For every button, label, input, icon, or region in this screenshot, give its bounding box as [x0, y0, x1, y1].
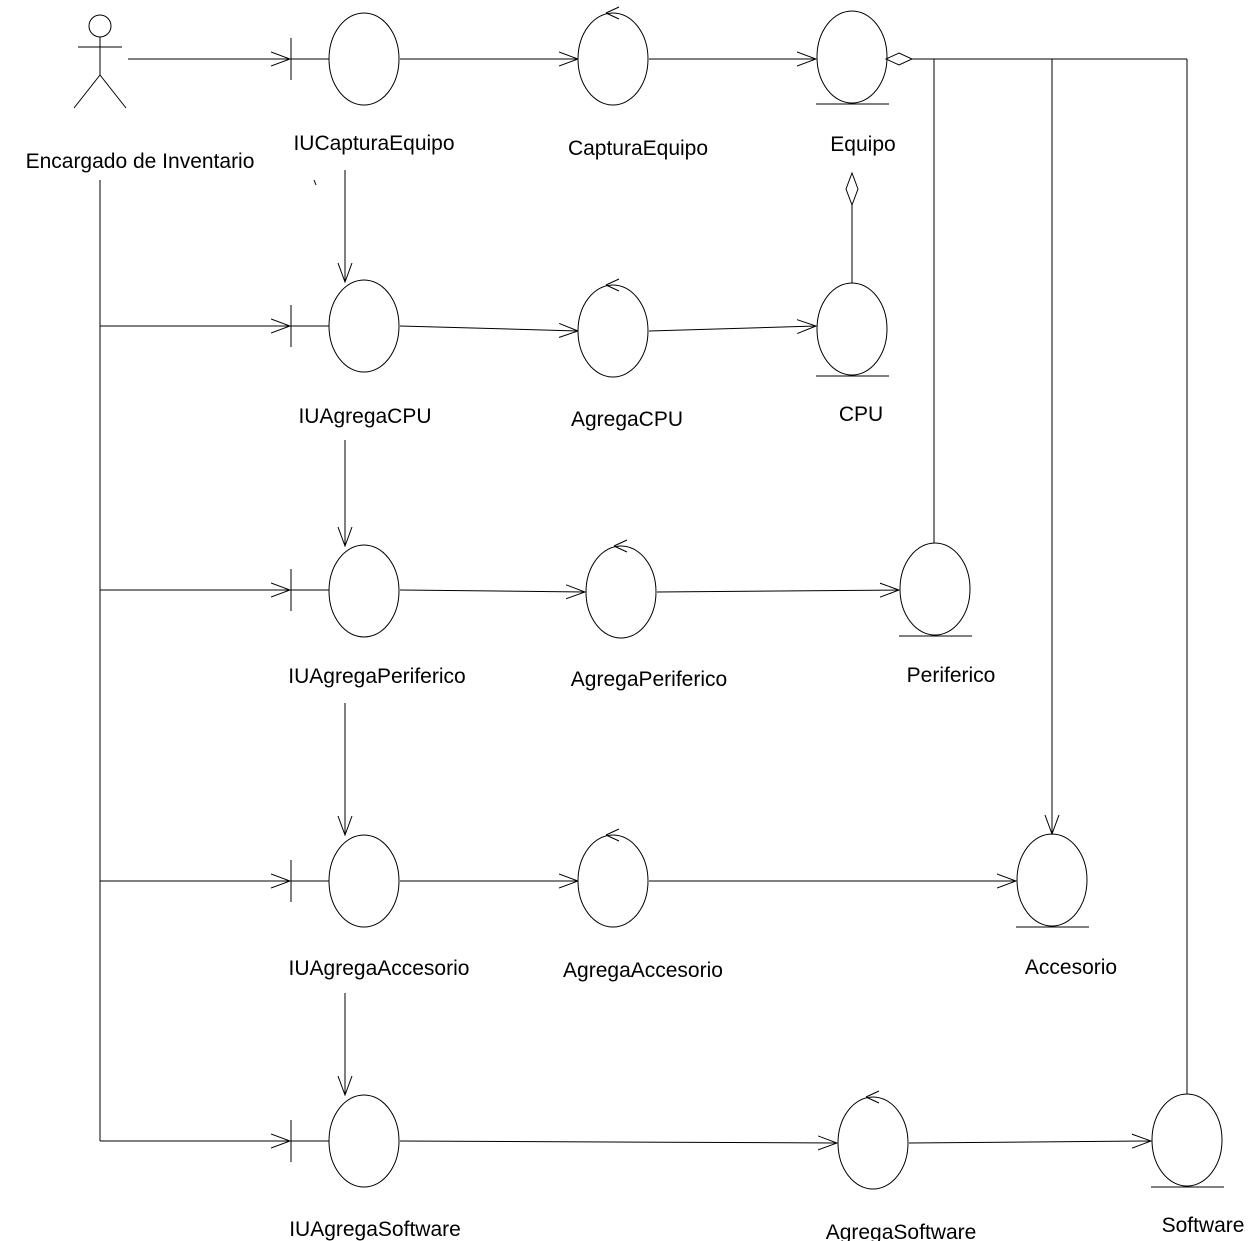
- control-circle: [577, 284, 649, 378]
- link-iu-software-control: [399, 1141, 837, 1143]
- boundary-iu-agrega-cpu[interactable]: IUAgregaCPU: [290, 279, 432, 428]
- aggregation-diamond-icon: [884, 52, 914, 66]
- control-arrow-icon: [605, 278, 620, 292]
- actor-links: [99, 59, 290, 1141]
- boundary-label: IUAgregaCPU: [298, 405, 431, 428]
- boundary-circle: [328, 12, 400, 106]
- entity-circle: [1016, 833, 1088, 927]
- entity-accesorio[interactable]: Accesorio: [1016, 833, 1117, 979]
- control-agrega-cpu[interactable]: AgregaCPU: [571, 278, 683, 431]
- boundary-label: IUCapturaEquipo: [293, 132, 454, 155]
- boundary-circle: [328, 834, 400, 928]
- link-agrega-software: [908, 1141, 1151, 1143]
- control-label: AgregaCPU: [571, 408, 683, 431]
- stray-tick: [313, 179, 317, 186]
- link-agrega-cpu: [648, 326, 816, 331]
- control-agrega-software[interactable]: AgregaSoftware: [826, 1090, 977, 1241]
- boundary-iu-captura-equipo[interactable]: IUCapturaEquipo: [290, 12, 455, 155]
- control-arrow-icon: [605, 828, 620, 842]
- entity-label: Periferico: [907, 664, 996, 687]
- boundary-label: IUAgregaPeriferico: [288, 665, 465, 688]
- boundary-circle: [328, 279, 400, 373]
- entity-circle: [816, 10, 888, 104]
- control-label: AgregaPeriferico: [571, 668, 727, 691]
- entity-label: Accesorio: [1025, 956, 1117, 979]
- control-agrega-accesorio[interactable]: AgregaAccesorio: [563, 828, 723, 982]
- boundary-navigation: [313, 170, 345, 1095]
- control-arrow-icon: [605, 6, 620, 20]
- link-agrega-periferico: [656, 590, 899, 592]
- entity-cpu[interactable]: CPU: [816, 282, 889, 426]
- control-label: CapturaEquipo: [568, 137, 708, 160]
- control-entity-links: [648, 59, 1151, 1143]
- control-label: AgregaSoftware: [826, 1221, 977, 1241]
- control-captura-equipo[interactable]: CapturaEquipo: [568, 6, 708, 160]
- boundary-control-links: [399, 59, 837, 1143]
- boundary-label: IUAgregaAccesorio: [289, 957, 470, 980]
- actor-head: [88, 14, 112, 38]
- link-iu-cpu-control: [399, 326, 578, 331]
- boundary-iu-agrega-software[interactable]: IUAgregaSoftware: [289, 1094, 461, 1241]
- control-circle: [577, 12, 649, 106]
- entity-equipo[interactable]: Equipo: [816, 10, 896, 156]
- aggregation-diamond-icon: [845, 171, 859, 207]
- boundary-label: IUAgregaSoftware: [289, 1218, 461, 1241]
- entity-label: Software: [1162, 1214, 1245, 1237]
- control-arrow-icon: [613, 539, 628, 553]
- entity-software[interactable]: Software: [1151, 1093, 1245, 1237]
- entity-circle: [899, 542, 971, 636]
- actor-encargado[interactable]: Encargado de Inventario: [26, 14, 255, 173]
- actor-label: Encargado de Inventario: [26, 150, 255, 173]
- control-arrow-icon: [865, 1090, 880, 1104]
- actor-leg-left: [73, 74, 101, 109]
- actor-leg-right: [99, 74, 127, 109]
- boundary-iu-agrega-accesorio[interactable]: IUAgregaAccesorio: [289, 834, 470, 980]
- control-agrega-periferico[interactable]: AgregaPeriferico: [571, 539, 727, 691]
- control-circle: [837, 1096, 909, 1190]
- entity-periferico[interactable]: Periferico: [899, 542, 996, 687]
- control-circle: [585, 545, 657, 639]
- boundary-circle: [328, 1094, 400, 1188]
- boundary-circle: [328, 544, 400, 638]
- entity-label: CPU: [839, 403, 883, 426]
- aggregation-links: [845, 52, 1188, 1094]
- entity-circle: [816, 282, 888, 376]
- link-iu-periferico-control: [399, 590, 585, 592]
- entity-circle: [1151, 1093, 1223, 1187]
- control-label: AgregaAccesorio: [563, 959, 723, 982]
- entity-label: Equipo: [830, 133, 895, 156]
- boundary-iu-agrega-periferico[interactable]: IUAgregaPeriferico: [288, 544, 466, 688]
- control-circle: [577, 834, 649, 928]
